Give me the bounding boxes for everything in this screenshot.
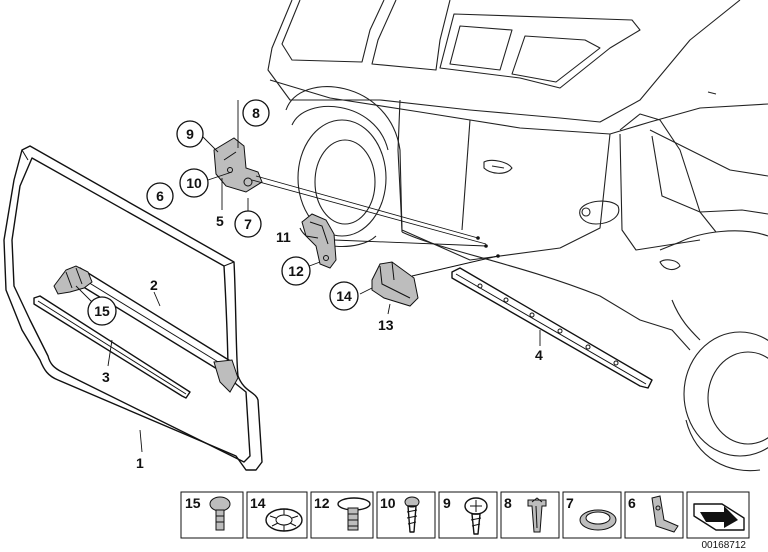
callout-2: 2: [150, 277, 158, 293]
self-tapping-screw-icon: [404, 496, 420, 533]
callout-12-circle: 12: [281, 256, 311, 286]
document-id: 00168712: [702, 540, 747, 551]
legend-label-10: 10: [380, 495, 396, 511]
callout-14: 14: [336, 288, 352, 304]
legend-cell-8: 8: [500, 491, 560, 539]
callout-7-circle: 7: [234, 210, 262, 238]
legend-cell-arrow: [686, 491, 750, 539]
legend-label-9: 9: [443, 495, 451, 511]
legend-label-14: 14: [250, 495, 266, 511]
callout-14-circle: 14: [329, 281, 359, 311]
installation-arrow-icon: [693, 503, 745, 531]
callout-5: 5: [216, 213, 224, 229]
legend-label-15: 15: [185, 495, 201, 511]
callout-15-circle: 15: [87, 296, 117, 326]
legend-cell-7: 7: [562, 491, 622, 539]
callout-8: 8: [252, 105, 260, 121]
leader-lines: [75, 100, 541, 453]
lock-washer-icon: [265, 508, 303, 532]
legend-cell-6: 6: [624, 491, 684, 539]
callout-10: 10: [186, 175, 202, 191]
callout-8-circle: 8: [242, 99, 270, 127]
screw-icon: [337, 497, 371, 531]
legend-cell-10: 10: [376, 491, 436, 539]
sill-trim-part-4: [451, 267, 653, 389]
grommet-icon: [579, 509, 617, 531]
legend-label-12: 12: [314, 495, 330, 511]
support-part-13: [371, 261, 419, 307]
callout-6: 6: [156, 188, 164, 204]
clip-part-15: [53, 265, 93, 295]
callout-11: 11: [276, 229, 291, 245]
callout-1: 1: [136, 455, 144, 471]
callout-6-circle: 6: [146, 182, 174, 210]
door-seal-part-1: [3, 145, 263, 471]
pan-head-screw-icon: [464, 497, 488, 535]
callout-9: 9: [186, 126, 194, 142]
legend-strip: 15 14 12: [180, 491, 750, 539]
legend-cell-15: 15: [180, 491, 244, 539]
callout-9-circle: 9: [176, 120, 204, 148]
car-body-outline: [267, 0, 768, 472]
callout-15: 15: [94, 303, 110, 319]
legend-label-7: 7: [566, 495, 574, 511]
angle-bracket-icon: [651, 495, 679, 533]
callout-7: 7: [244, 216, 252, 232]
callout-4: 4: [535, 347, 543, 363]
legend-label-6: 6: [628, 495, 636, 511]
push-rivet-icon: [209, 496, 231, 531]
bracket-part-5: [213, 137, 263, 193]
legend-cell-12: 12: [310, 491, 374, 539]
legend-cell-14: 14: [246, 491, 308, 539]
moulding-part-3: [33, 295, 191, 399]
expanding-nut-icon: [527, 497, 547, 533]
callout-13: 13: [378, 317, 394, 333]
callout-10-circle: 10: [179, 168, 209, 198]
legend-label-8: 8: [504, 495, 512, 511]
callout-3: 3: [102, 369, 110, 385]
holder-part-11: [301, 213, 337, 269]
legend-cell-9: 9: [438, 491, 498, 539]
callout-12: 12: [288, 263, 304, 279]
